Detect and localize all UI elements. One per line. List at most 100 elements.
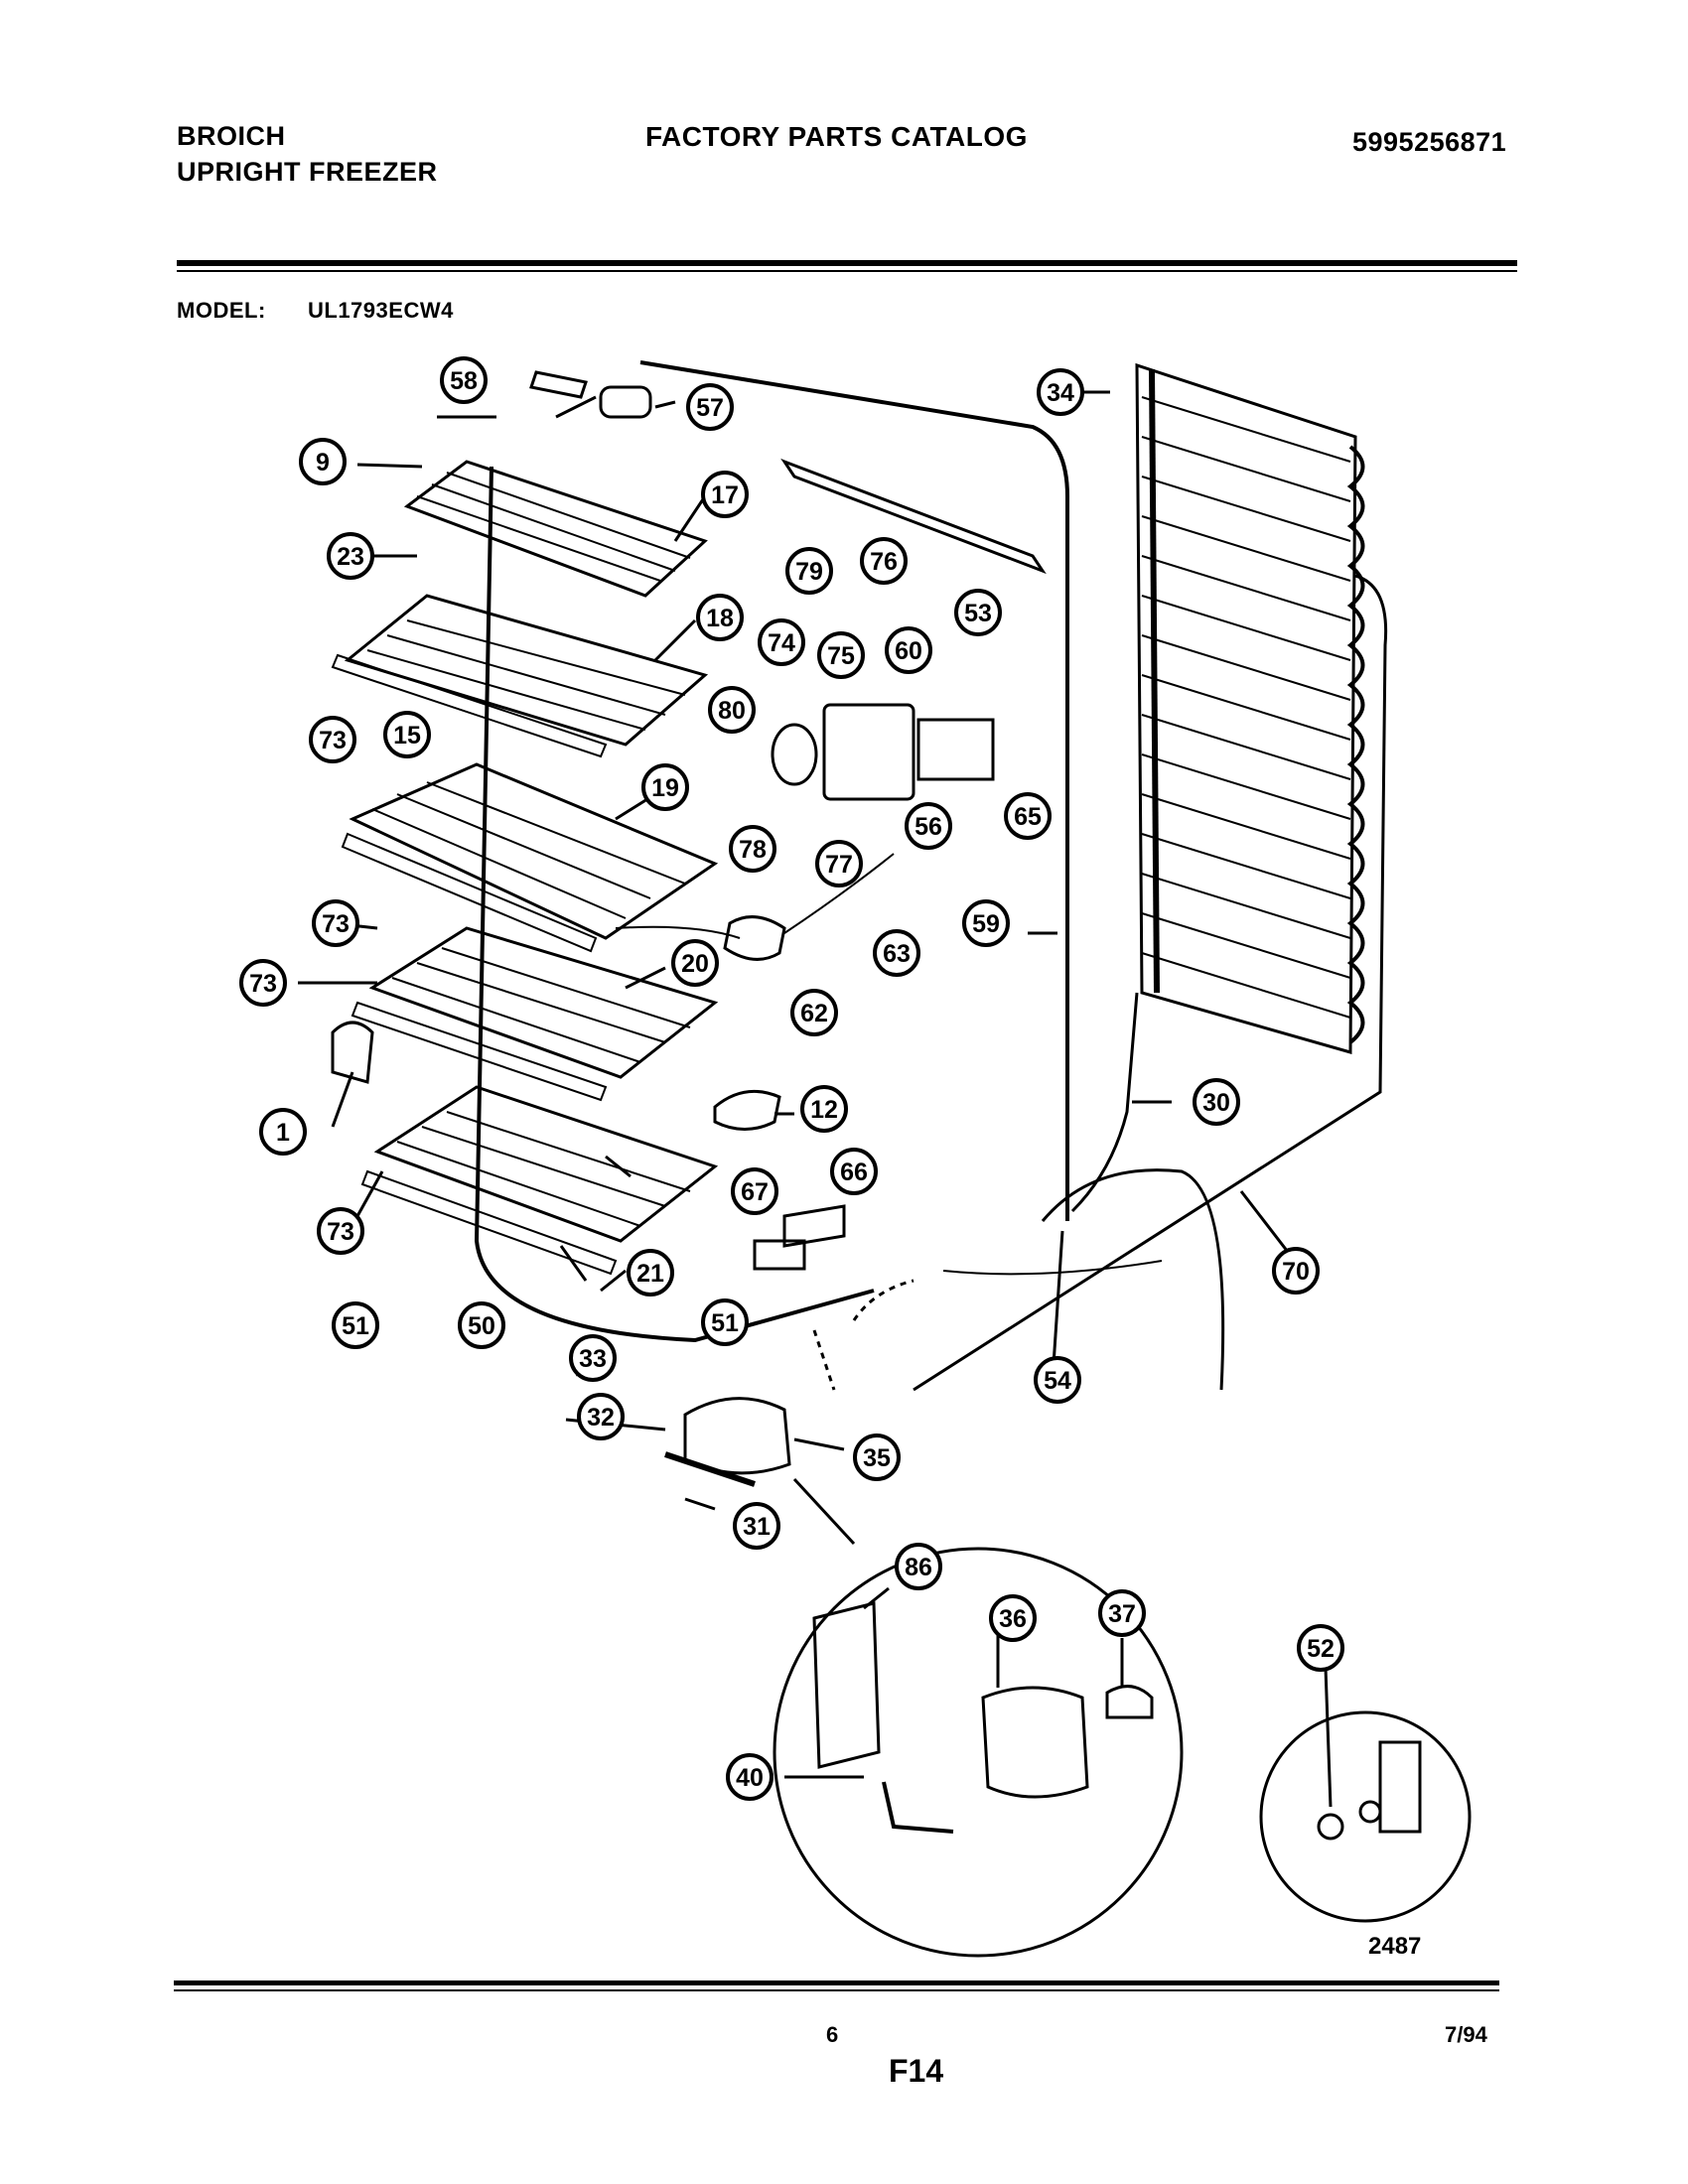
compressor-electrical-detail — [773, 1547, 1184, 1958]
model-number: UL1793ECW4 — [308, 298, 454, 323]
callout-circle — [701, 1298, 749, 1346]
callout-circle — [309, 716, 356, 763]
callout-number: 62 — [800, 1000, 828, 1027]
callout-66: 66 — [830, 1148, 878, 1195]
callout-53: 53 — [954, 589, 1002, 636]
callout-number: 30 — [1202, 1089, 1230, 1117]
callout-73: 73 — [309, 716, 356, 763]
callout-number: 20 — [681, 950, 709, 978]
callout-number: 1 — [276, 1119, 290, 1147]
callout-circle — [1272, 1247, 1320, 1295]
callout-circle — [729, 825, 776, 873]
callout-50: 50 — [458, 1301, 505, 1349]
callout-circle — [860, 537, 908, 585]
callout-12: 12 — [800, 1085, 848, 1133]
catalog-number: 5995256871 — [1352, 127, 1507, 157]
callout-63: 63 — [873, 929, 920, 977]
callout-77: 77 — [815, 840, 863, 887]
callout-75: 75 — [817, 631, 865, 679]
header-rule-thin — [177, 270, 1517, 272]
callout-15: 15 — [383, 711, 431, 758]
callout-65: 65 — [1004, 792, 1052, 840]
callout-35: 35 — [853, 1433, 901, 1481]
brand-name: BROICH — [177, 121, 286, 151]
callout-circle — [989, 1594, 1037, 1642]
callout-62: 62 — [790, 989, 838, 1036]
callout-number: 73 — [319, 727, 347, 754]
callout-78: 78 — [729, 825, 776, 873]
callout-circle — [440, 356, 488, 404]
bracket — [331, 1021, 374, 1084]
callout-number: 86 — [905, 1554, 932, 1581]
callout-1: 1 — [259, 1108, 307, 1156]
callout-21: 21 — [627, 1249, 674, 1297]
callout-74: 74 — [758, 618, 805, 666]
callout-number: 70 — [1282, 1258, 1310, 1286]
evaporator-coil — [913, 362, 1388, 1392]
callout-number: 80 — [718, 697, 746, 725]
callout-circle — [383, 711, 431, 758]
callout-circle — [1098, 1589, 1146, 1637]
back-tubing — [474, 466, 875, 1343]
callout-76: 76 — [860, 537, 908, 585]
callout-number: 34 — [1047, 379, 1074, 407]
callout-circle — [671, 939, 719, 987]
callout-70: 70 — [1272, 1247, 1320, 1295]
callout-37: 37 — [1098, 1589, 1146, 1637]
callout-17: 17 — [701, 471, 749, 518]
diffuser — [780, 458, 1047, 575]
callout-73: 73 — [317, 1207, 364, 1255]
callout-circle — [731, 1167, 778, 1215]
callout-number: 52 — [1307, 1635, 1335, 1663]
callout-60: 60 — [885, 626, 932, 674]
callout-circle — [577, 1393, 625, 1440]
callout-52: 52 — [1297, 1624, 1344, 1672]
callout-19: 19 — [641, 763, 689, 811]
callout-circle — [733, 1502, 780, 1550]
callout-56: 56 — [905, 802, 952, 850]
callout-51: 51 — [701, 1298, 749, 1346]
callout-number: 17 — [711, 481, 739, 509]
callout-number: 78 — [739, 836, 767, 864]
callout-number: 12 — [810, 1096, 838, 1124]
callout-circle — [817, 631, 865, 679]
callout-59: 59 — [962, 899, 1010, 947]
callout-number: 21 — [636, 1260, 664, 1288]
callout-number: 9 — [316, 449, 330, 477]
callout-79: 79 — [785, 547, 833, 595]
callout-18: 18 — [696, 594, 744, 641]
callout-circle — [873, 929, 920, 977]
callout-number: 56 — [914, 813, 942, 841]
callout-number: 79 — [795, 558, 823, 586]
callout-circle — [885, 626, 932, 674]
callout-circle — [312, 899, 359, 947]
callout-circle — [905, 802, 952, 850]
callout-number: 67 — [741, 1178, 769, 1206]
callout-number: 32 — [587, 1404, 615, 1432]
fan-assembly — [771, 703, 995, 801]
callout-number: 40 — [736, 1764, 764, 1792]
callout-circle — [1193, 1078, 1240, 1126]
callout-number: 37 — [1108, 1600, 1136, 1628]
callout-circle — [701, 471, 749, 518]
callout-number: 35 — [863, 1444, 891, 1472]
callout-number: 73 — [327, 1218, 354, 1246]
callout-circle — [1034, 1356, 1081, 1404]
model-label: MODEL: — [177, 298, 266, 323]
callout-number: 53 — [964, 600, 992, 627]
callout-57: 57 — [686, 383, 734, 431]
product-type: UPRIGHT FREEZER — [177, 157, 438, 187]
callout-circle — [696, 594, 744, 641]
callout-number: 66 — [840, 1159, 868, 1186]
callout-circle — [569, 1334, 617, 1382]
drain-plug-detail — [1259, 1710, 1472, 1923]
light-socket — [529, 370, 588, 399]
wire-shelves — [331, 460, 719, 1276]
callout-54: 54 — [1034, 1356, 1081, 1404]
callout-circle — [790, 989, 838, 1036]
callout-circle — [299, 438, 347, 485]
callout-number: 51 — [711, 1309, 739, 1337]
callout-number: 73 — [249, 970, 277, 998]
